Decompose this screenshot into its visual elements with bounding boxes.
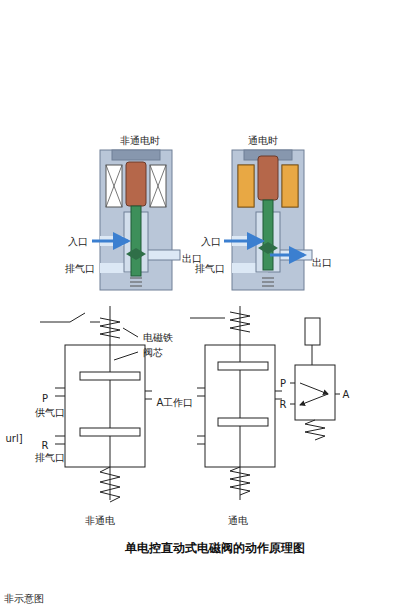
part-label: 排气口	[195, 263, 225, 274]
part-label: R	[280, 399, 287, 410]
part-label: A工作口	[157, 397, 194, 408]
part-label: 出口	[182, 253, 202, 264]
part-label: url]	[5, 433, 22, 444]
part-label: P	[280, 378, 286, 389]
caption: 单电控直动式电磁阀的动作原理图	[125, 540, 305, 557]
part-label: 非通电	[85, 515, 115, 526]
part-label: R	[42, 440, 49, 451]
part-label: 通电	[228, 515, 248, 526]
part-label: 非示意图	[4, 593, 44, 604]
part-label: P	[42, 393, 48, 404]
part-label: 排气口	[35, 452, 65, 463]
part-label: 阀芯	[143, 347, 163, 358]
part-label: 入口	[68, 236, 88, 247]
part-label: 供气口	[35, 407, 65, 418]
part-label: 非通电时	[120, 135, 160, 146]
part-label: 通电时	[248, 135, 278, 146]
part-label: 电磁铁	[143, 332, 173, 343]
part-label: 排气口	[65, 263, 95, 274]
part-label: A	[343, 389, 350, 400]
part-label: 入口	[201, 236, 221, 247]
part-label: 出口	[312, 257, 332, 268]
